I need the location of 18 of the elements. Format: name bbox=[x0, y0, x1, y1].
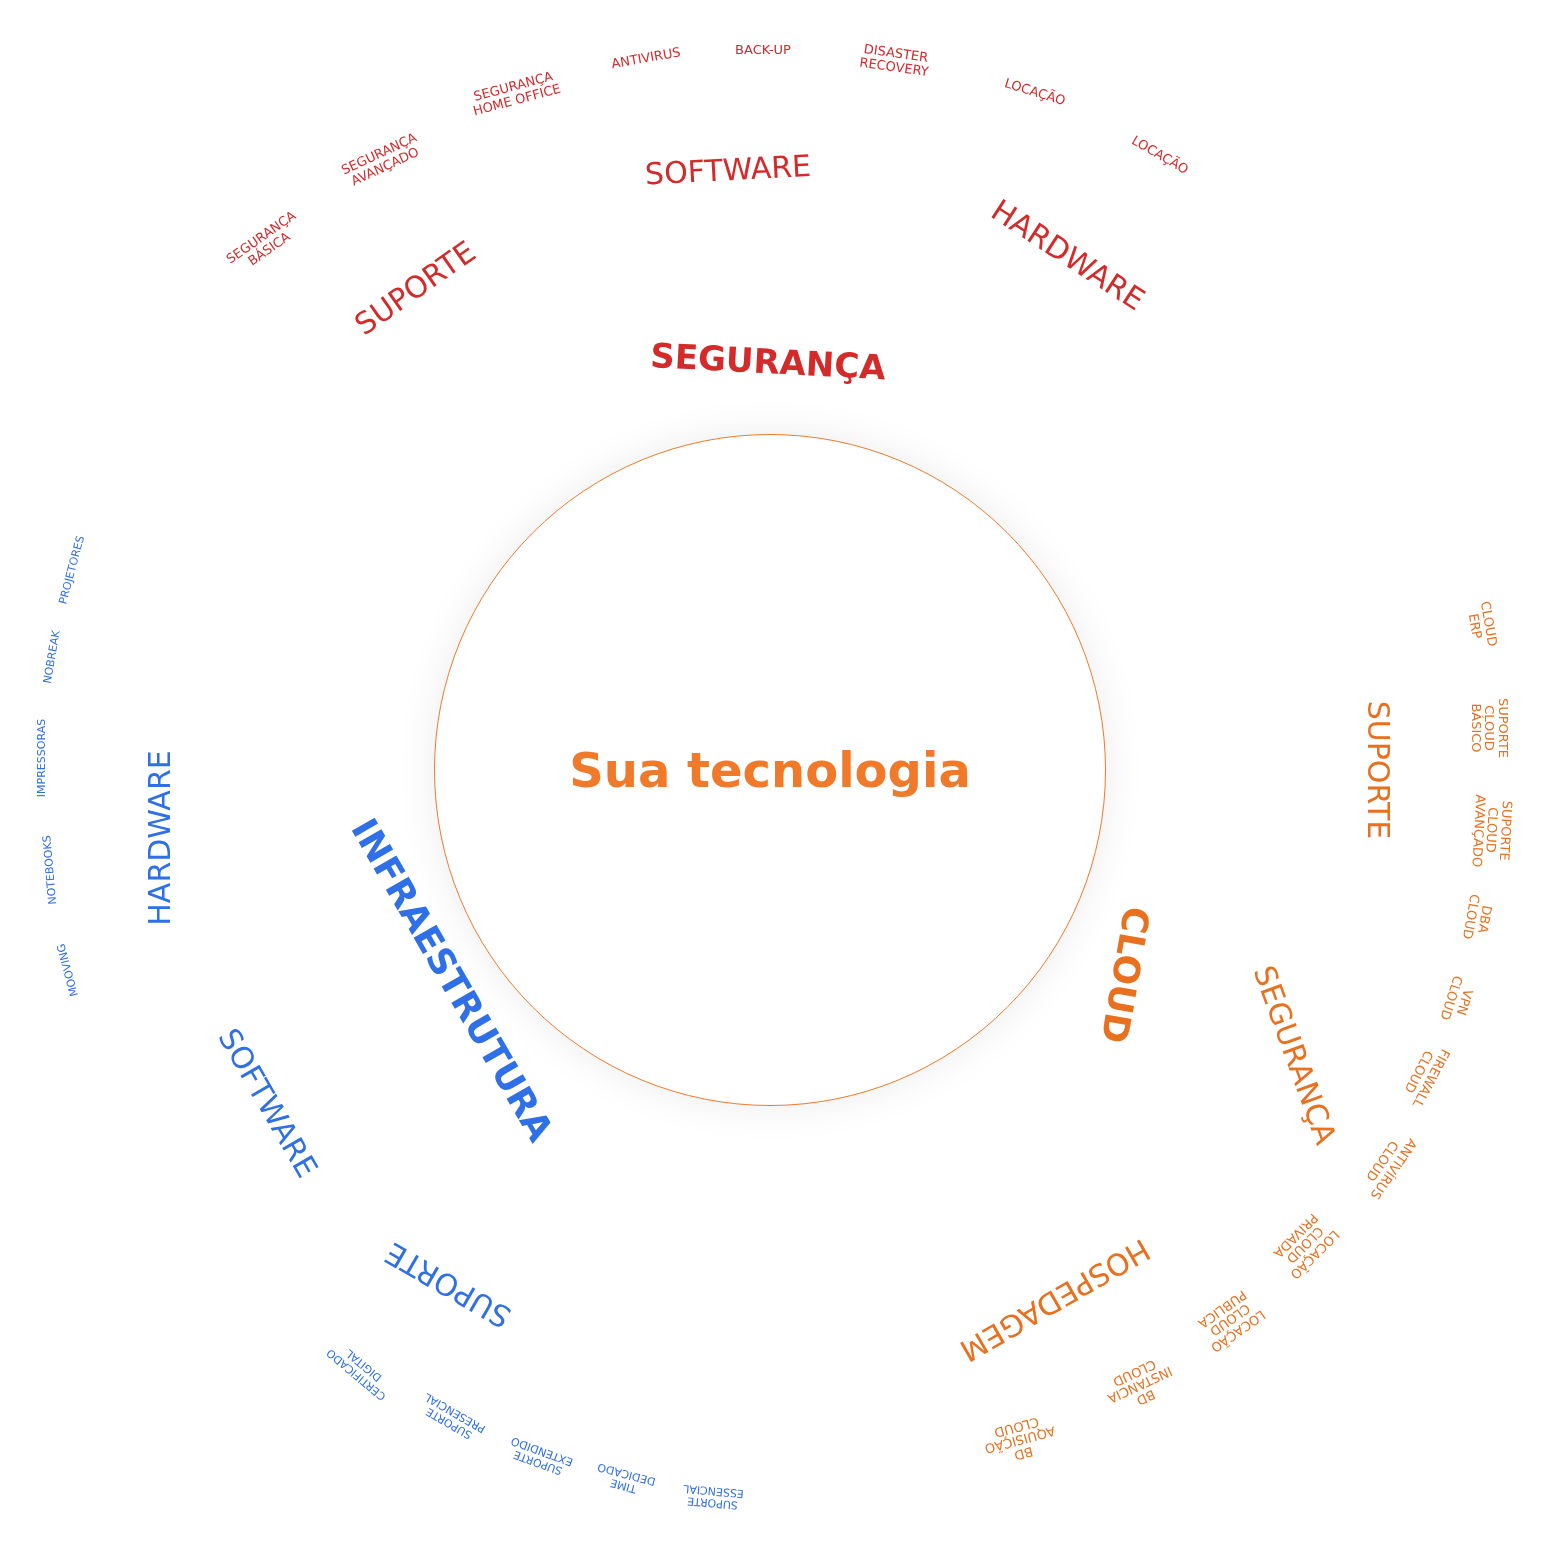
item-label: IMPRESSORAS bbox=[36, 718, 48, 798]
group-title: SEGURANÇA bbox=[649, 338, 887, 386]
center-title: Sua tecnologia bbox=[569, 742, 971, 798]
item-label: ANTIVIRUS bbox=[610, 45, 682, 71]
item-label: DISASTER RECOVERY bbox=[857, 40, 931, 80]
item-label: NOBREAK bbox=[41, 629, 63, 685]
item-label: SUPORTE ESSENCIAL bbox=[681, 1482, 746, 1512]
item-label: NOTEBOOKS bbox=[41, 834, 59, 906]
group-title: CLOUD bbox=[1094, 903, 1156, 1047]
item-label: SUPORTE CLOUD AVANÇADO bbox=[1469, 794, 1515, 866]
item-label: VPN CLOUD bbox=[1436, 973, 1477, 1024]
item-label: SUPORTE CLOUD BÁSICO bbox=[1469, 697, 1511, 759]
item-label: DBA CLOUD bbox=[1459, 892, 1496, 943]
section-heading: SUPORTE bbox=[1362, 700, 1394, 840]
item-label: CLOUD ERP bbox=[1465, 599, 1501, 650]
section-heading: SOFTWARE bbox=[644, 149, 812, 191]
item-label: BACK-UP bbox=[735, 43, 791, 57]
section-heading: HARDWARE bbox=[144, 750, 176, 926]
